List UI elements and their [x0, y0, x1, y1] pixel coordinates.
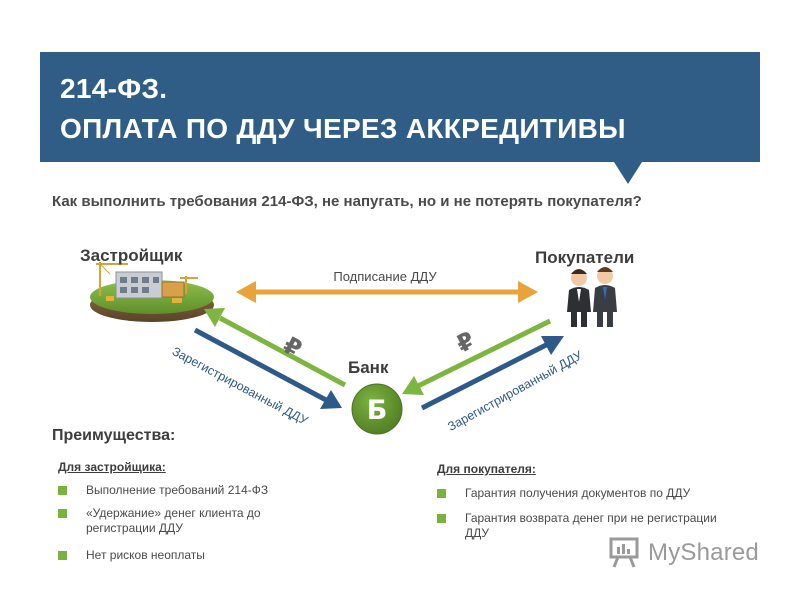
bullet-square-icon — [437, 514, 446, 523]
registered-arrow-to-bank — [193, 327, 342, 409]
buyer-advantages-heading: Для покупателя: — [437, 462, 536, 476]
money-arrow-to-bank — [402, 318, 552, 395]
developer-advantages-heading: Для застройщика: — [58, 460, 166, 474]
buyers-people-icon — [567, 267, 617, 327]
title-banner-pointer — [614, 162, 642, 184]
title-banner — [40, 52, 760, 162]
title-line-2: ОПЛАТА ПО ДДУ ЧЕРЕЗ АККРЕДИТИВЫ — [60, 113, 626, 144]
signing-label: Подписание ДДУ — [333, 269, 437, 284]
bank-label: Банк — [348, 358, 389, 377]
list-item: Выполнение требований 214-ФЗ — [58, 483, 298, 498]
bullet-square-icon — [437, 489, 446, 498]
buyer-advantages-list: Гарантия получения документов по ДДУ Гар… — [437, 486, 737, 551]
advantages-title: Преимущества: — [52, 427, 176, 444]
bank-symbol: Ƃ — [367, 395, 388, 426]
bullet-square-icon — [58, 551, 67, 560]
buyers-label: Покупатели — [535, 248, 635, 267]
developer-advantages-list: Выполнение требований 214-ФЗ «Удержание»… — [58, 483, 298, 571]
bullet-square-icon — [58, 509, 67, 518]
title-line-1: 214-ФЗ. — [60, 73, 168, 104]
bank-icon: Ƃ — [351, 383, 403, 435]
construction-site-icon — [90, 262, 214, 322]
watermark-text: MyShared — [648, 539, 759, 566]
signing-double-arrow — [236, 281, 538, 303]
list-item: Гарантия получения документов по ДДУ — [437, 486, 737, 501]
list-item: Нет рисков неоплаты — [58, 548, 298, 563]
subtitle-question: Как выполнить требования 214-ФЗ, не напу… — [52, 193, 642, 210]
list-item: «Удержание» денег клиента до регистрации… — [58, 506, 298, 536]
money-arrow-to-developer — [204, 308, 347, 388]
myshared-watermark: MyShared — [608, 535, 768, 571]
registered-arrow-to-buyers — [420, 336, 564, 411]
bullet-square-icon — [58, 486, 67, 495]
ruble-symbol-right: ₽ — [452, 326, 480, 359]
ruble-symbol-left: ₽ — [279, 331, 307, 364]
list-item: Гарантия возврата денег при не регистрац… — [437, 511, 737, 541]
presentation-board-icon — [609, 537, 639, 568]
developer-label: Застройщик — [80, 246, 183, 265]
